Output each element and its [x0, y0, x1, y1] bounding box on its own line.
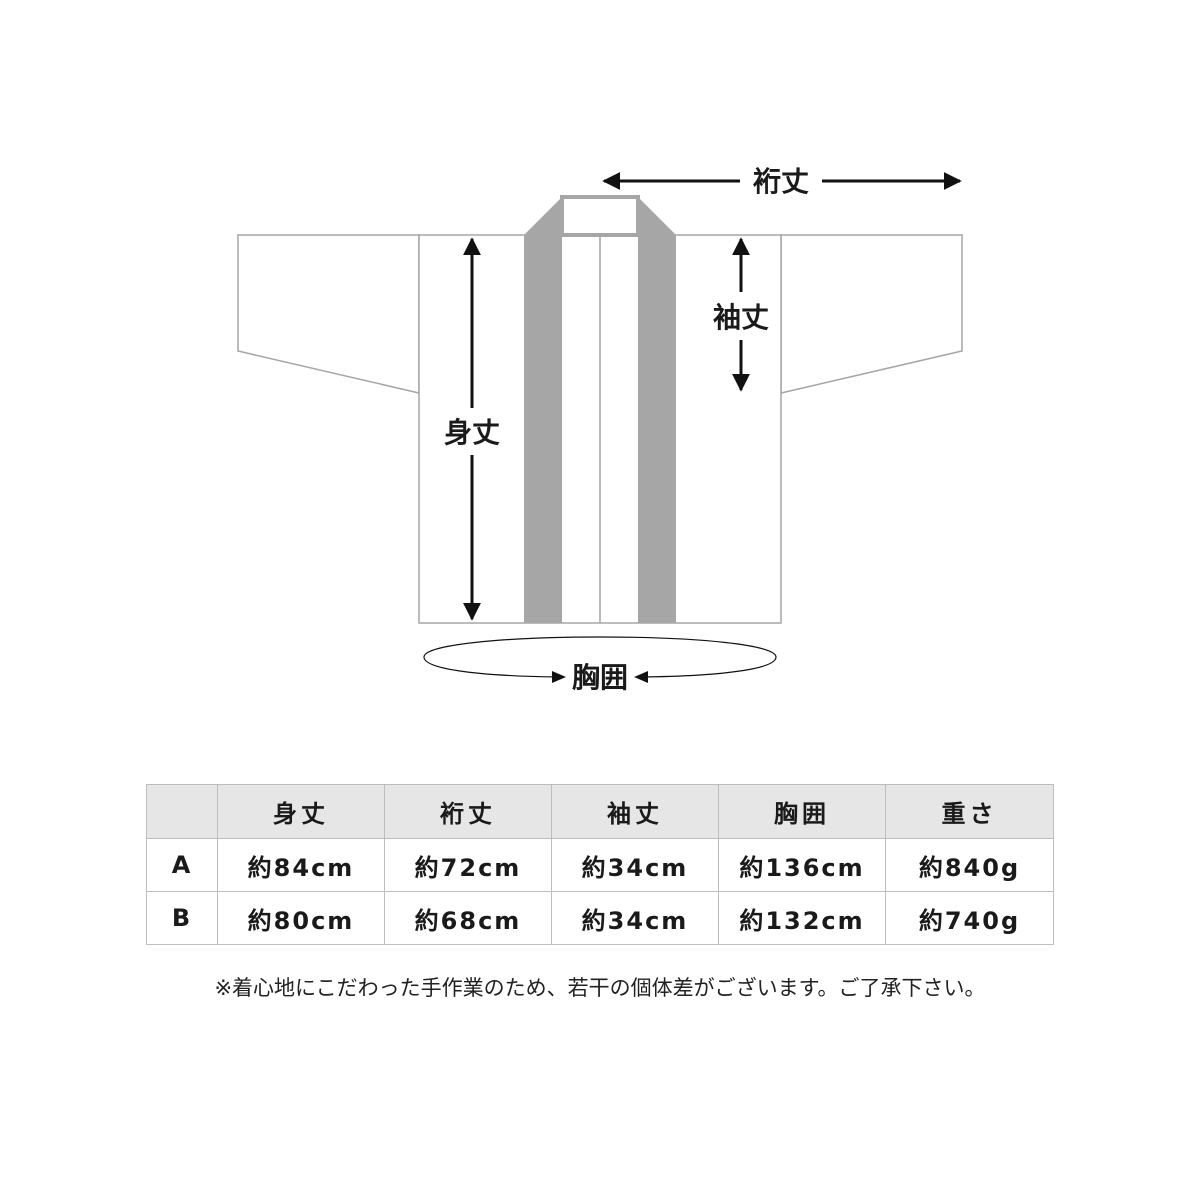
table-cell: 約84cm	[217, 838, 385, 892]
table-cell: 約840g	[885, 838, 1054, 892]
table-header-weight: 重さ	[885, 784, 1054, 839]
row-label: B	[146, 891, 218, 945]
table-header-corner	[146, 784, 218, 839]
munemawari-ellipse	[423, 636, 777, 678]
munemawari-arrowhead-left	[552, 671, 566, 683]
collar-left	[524, 197, 562, 623]
table-row: A 約84cm 約72cm 約34cm 約136cm 約840g	[146, 838, 1054, 892]
footnote: ※着心地にこだわった手作業のため、若干の個体差がございます。ご了承下さい。	[214, 976, 986, 1000]
collar-back	[560, 195, 640, 237]
table-header-munemawari: 胸囲	[718, 784, 886, 839]
table-cell: 約72cm	[384, 838, 552, 892]
table-header-row: 身丈 裄丈 袖丈 胸囲 重さ	[146, 784, 1054, 839]
collar	[524, 195, 676, 623]
happi-coat-diagram: 裄丈 袖丈 身丈 胸囲	[237, 165, 963, 694]
table-row: B 約80cm 約68cm 約34cm 約132cm 約740g	[146, 891, 1054, 945]
table-cell: 約136cm	[718, 838, 886, 892]
table-cell: 約68cm	[384, 891, 552, 945]
yuki-label: 裄丈	[752, 165, 809, 198]
size-table: 身丈 裄丈 袖丈 胸囲 重さ A 約84cm 約72cm 約34cm 約136c…	[146, 784, 1054, 945]
sodetake-label: 袖丈	[713, 301, 769, 334]
table-header-sodetake: 袖丈	[551, 784, 719, 839]
table-cell: 約34cm	[551, 838, 719, 892]
right-sleeve	[780, 234, 963, 394]
row-label: A	[146, 838, 218, 892]
size-table-wrapper: 身丈 裄丈 袖丈 胸囲 重さ A 約84cm 約72cm 約34cm 約136c…	[146, 784, 1054, 945]
munemawari-arrowhead-right	[634, 671, 648, 683]
munemawari-label: 胸囲	[572, 661, 628, 694]
collar-right	[638, 197, 676, 623]
table-cell: 約740g	[885, 891, 1054, 945]
table-header-yuki: 裄丈	[384, 784, 552, 839]
garment-outline	[237, 234, 963, 624]
table-cell: 約132cm	[718, 891, 886, 945]
table-cell: 約80cm	[217, 891, 385, 945]
table-header-mitake: 身丈	[217, 784, 385, 839]
left-sleeve	[237, 234, 420, 394]
mitake-label: 身丈	[444, 416, 500, 449]
table-cell: 約34cm	[551, 891, 719, 945]
